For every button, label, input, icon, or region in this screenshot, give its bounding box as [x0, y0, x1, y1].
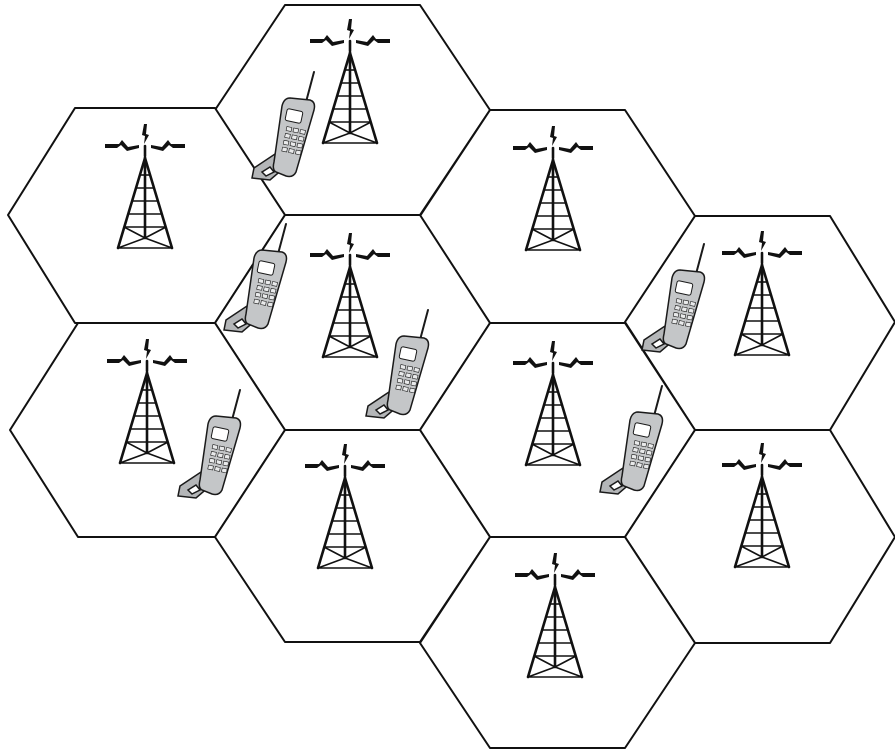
cellular-network-diagram	[7, 4, 895, 749]
